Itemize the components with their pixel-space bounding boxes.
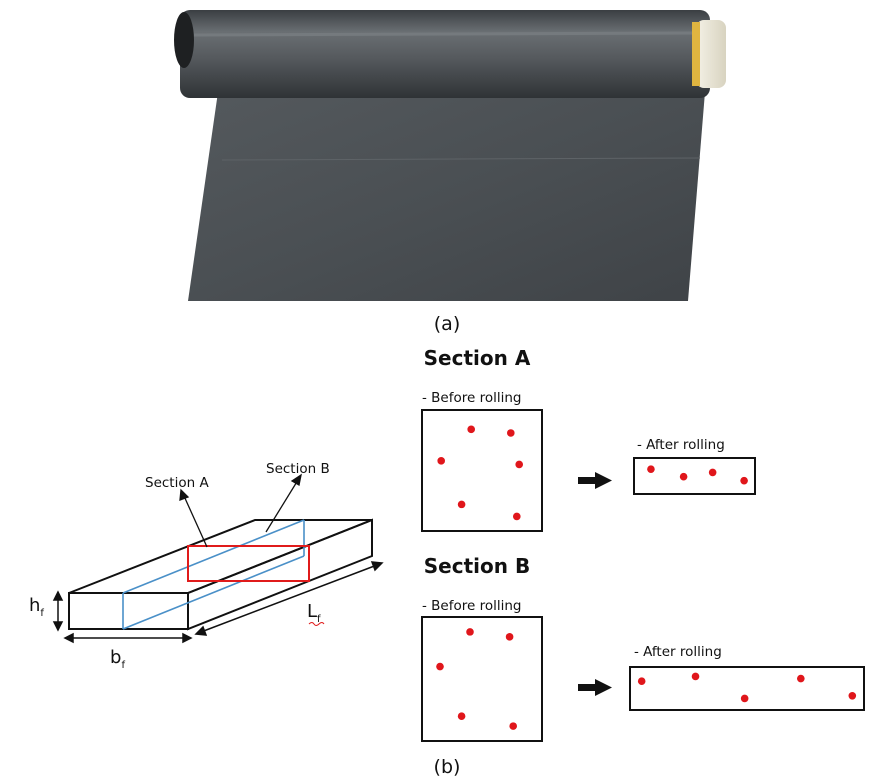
particle-dot — [505, 633, 514, 641]
particle-dot — [467, 425, 476, 434]
roll-highlight — [191, 31, 701, 37]
panel-section-a: Section A - Before rolling - After rolli… — [421, 346, 756, 532]
before-rolling-label: - Before rolling — [422, 598, 521, 614]
after-rolling-label: - After rolling — [637, 437, 725, 453]
particle-dot — [457, 712, 466, 720]
before-rolling-box — [421, 616, 543, 742]
rolling-arrow — [578, 472, 612, 489]
section-b-leader — [265, 473, 302, 533]
particle-dot — [466, 628, 474, 636]
box-top-face — [68, 519, 373, 594]
height-label: hf — [29, 595, 44, 619]
roll-core-right-band — [692, 22, 700, 86]
section-b-label: Section B — [266, 461, 330, 477]
film-roll-photo — [174, 10, 726, 301]
panel-section-b: Section B - Before rolling - After rolli… — [421, 554, 865, 742]
before-rolling-box — [421, 409, 543, 532]
particle-dot — [457, 500, 466, 509]
particle-dot — [509, 722, 517, 730]
length-label: Lf — [307, 601, 321, 625]
particle-dot — [513, 512, 521, 521]
section-a-label: Section A — [145, 475, 209, 491]
film-sheet-crease — [221, 157, 701, 161]
after-rolling-label: - After rolling — [634, 644, 722, 660]
before-dots — [437, 425, 523, 521]
before-dots — [436, 628, 517, 730]
after-dots — [647, 465, 748, 485]
particle-dot — [637, 677, 646, 685]
after-dots — [637, 672, 857, 703]
particle-dot — [437, 457, 446, 465]
section-b-plane — [122, 519, 305, 630]
panel-title: Section B — [424, 554, 530, 578]
particle-dot — [507, 429, 515, 437]
particle-dot — [679, 472, 688, 481]
after-rolling-box — [633, 457, 756, 495]
section-a-plane — [187, 545, 310, 582]
caption-b: (b) — [434, 756, 461, 778]
length-dimension — [194, 561, 384, 636]
film-schematic — [68, 518, 373, 631]
roll-core-right-tape — [696, 20, 726, 88]
particle-dot — [848, 692, 857, 700]
particle-dot — [708, 468, 717, 477]
particle-dot — [740, 476, 748, 485]
caption-a: (a) — [434, 313, 460, 335]
particle-dot — [740, 694, 749, 703]
after-rolling-box — [629, 666, 865, 711]
height-dimension — [52, 590, 64, 632]
particle-dot — [647, 465, 655, 473]
box-front-face — [68, 592, 189, 630]
particle-dot — [515, 460, 523, 469]
section-a-leader — [179, 488, 208, 548]
film-roll — [180, 10, 710, 98]
particle-dot — [797, 674, 805, 683]
particle-dot — [436, 662, 444, 671]
roll-core-left — [174, 12, 194, 68]
before-rolling-label: - Before rolling — [422, 390, 521, 406]
width-label: bf — [110, 647, 125, 671]
width-dimension — [63, 632, 193, 644]
panel-title: Section A — [424, 346, 531, 370]
particle-dot — [691, 672, 700, 681]
film-sheet — [188, 92, 705, 301]
length-label-squiggle — [308, 622, 325, 626]
rolling-arrow — [578, 679, 612, 696]
